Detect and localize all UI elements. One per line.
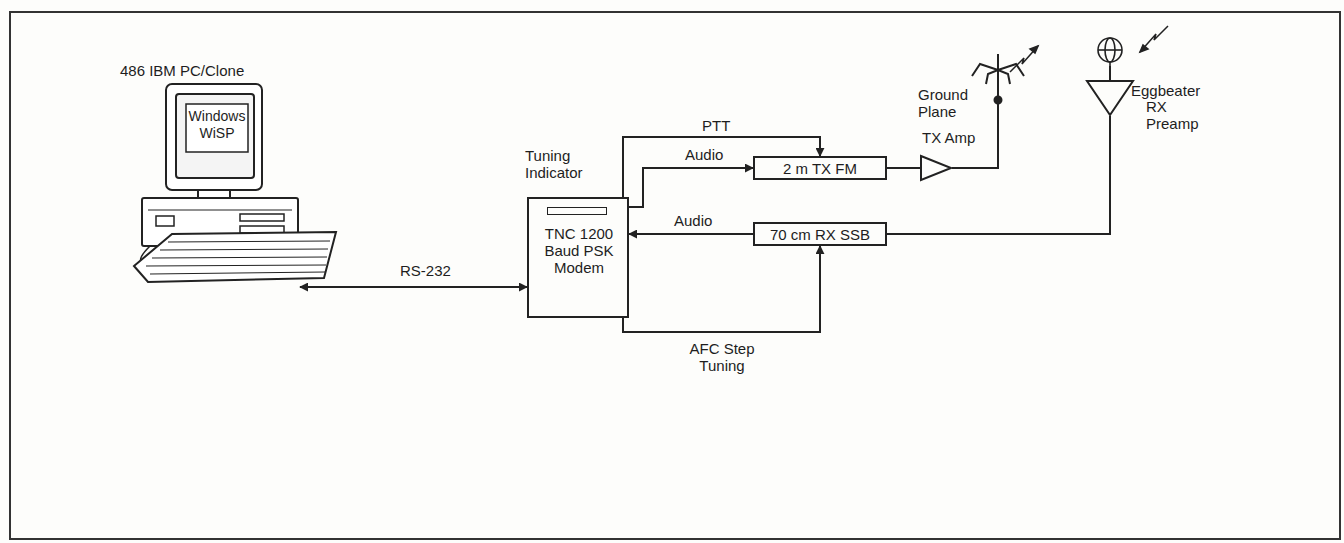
triangle-shape xyxy=(920,155,952,181)
signal-label: PTT xyxy=(700,117,732,134)
equipment-node: Eggbeater xyxy=(1097,37,1123,66)
eggbeater-antenna xyxy=(1098,38,1122,66)
signal-line xyxy=(887,167,920,169)
radio-box-text: 70 cm RX SSB xyxy=(755,226,885,243)
amplifier-label: RX Preamp xyxy=(1146,98,1216,132)
amplifier-label: TX Amp xyxy=(922,129,975,146)
signal-line xyxy=(1109,66,1111,80)
modem-box-text: TNC 1200 Baud PSK Modem xyxy=(534,225,624,276)
radio-box-text: 2 m TX FM xyxy=(755,160,885,177)
triangle-outline xyxy=(1087,81,1133,115)
signal-label: AFC Step Tuning xyxy=(670,340,774,374)
signal-label: Audio xyxy=(672,212,714,229)
tuning-indicator-bar xyxy=(547,207,607,215)
screen-text: Windows WiSP xyxy=(186,108,248,142)
equipment-node: 486 IBM PC/CloneWindows WiSP xyxy=(120,58,300,290)
signal-label: RS-232 xyxy=(398,262,453,279)
process-box: Tuning IndicatorTNC 1200 Baud PSK Modem xyxy=(527,197,629,318)
ground-plane-antenna xyxy=(972,54,1024,104)
process-box: 70 cm RX SSB xyxy=(753,222,887,246)
antenna-label: Eggbeater xyxy=(1131,82,1200,99)
callout-label: Tuning Indicator xyxy=(525,147,605,181)
amplifier-node: RX Preamp xyxy=(1086,80,1134,116)
amplifier-node: TX Amp xyxy=(920,155,952,181)
frame-border xyxy=(10,12,1340,539)
signal-line xyxy=(300,286,527,288)
signal-line xyxy=(629,233,753,235)
computer-label: 486 IBM PC/Clone xyxy=(120,62,300,79)
process-box: 2 m TX FM xyxy=(753,156,887,180)
equipment-node: Ground Plane xyxy=(968,54,1028,102)
computer-illustration xyxy=(134,84,336,282)
lightning-bolt xyxy=(1010,26,1168,72)
antenna-label: Ground Plane xyxy=(918,86,970,120)
signal-line xyxy=(623,246,820,332)
triangle-outline xyxy=(921,156,951,180)
signal-line xyxy=(887,116,1110,234)
signal-label: Audio xyxy=(683,146,725,163)
signal-line xyxy=(629,168,753,207)
triangle-shape xyxy=(1086,80,1134,116)
